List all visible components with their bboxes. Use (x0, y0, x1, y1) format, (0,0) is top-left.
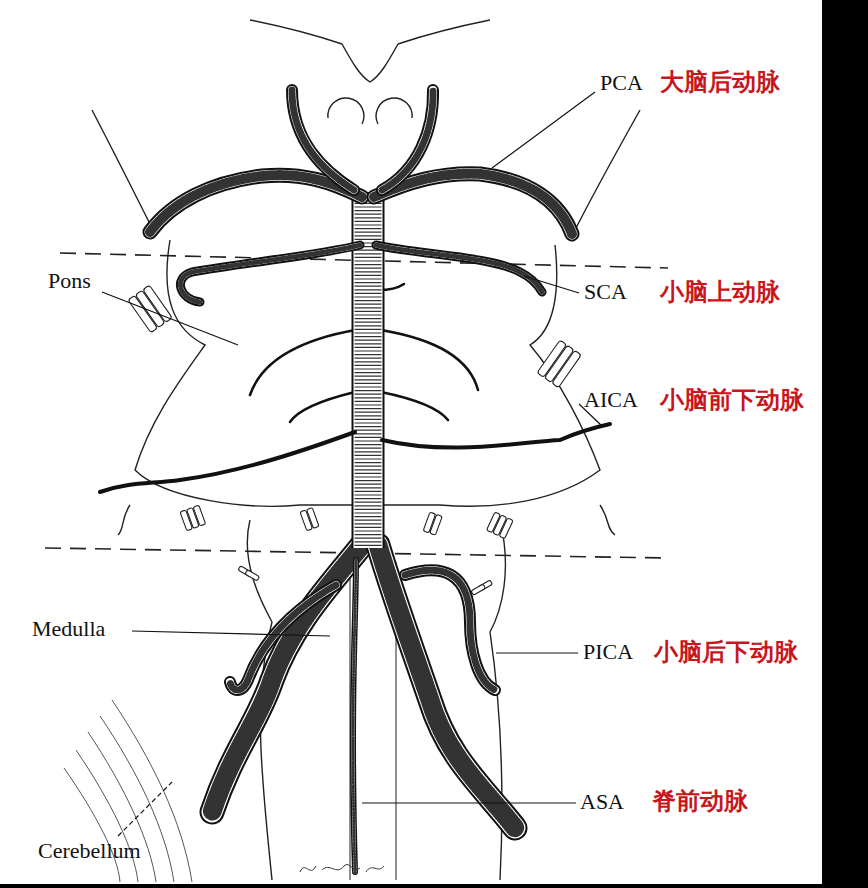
artery-abbreviation: ASA (580, 791, 624, 813)
frame-strip (822, 0, 868, 888)
artery-abbreviation: SCA (584, 281, 627, 303)
region-label: Pons (48, 270, 91, 292)
region-label: Cerebellum (38, 840, 141, 862)
artery-name: 小脑上动脉 (660, 280, 780, 304)
artery-name: 大脑后动脉 (660, 70, 780, 94)
artery-vessels (100, 90, 610, 872)
artery-name: 脊前动脉 (652, 789, 748, 813)
signature-scribble (300, 864, 384, 872)
region-label: Medulla (32, 618, 105, 640)
leader-lines (102, 92, 602, 836)
frame-strip (0, 884, 868, 888)
artery-abbreviation: PICA (583, 641, 633, 663)
artery-name: 小脑前下动脉 (660, 388, 804, 412)
brainstem-outline (92, 20, 640, 880)
artery-name: 小脑后下动脉 (654, 640, 798, 664)
artery-abbreviation: AICA (584, 389, 638, 411)
artery-abbreviation: PCA (600, 72, 643, 94)
